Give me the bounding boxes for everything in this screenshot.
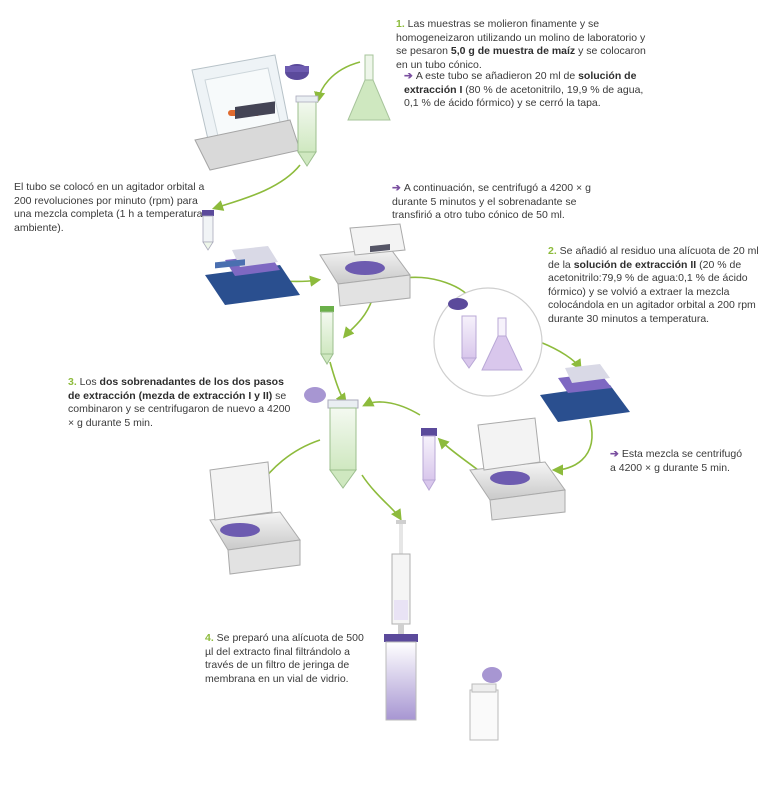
step2-number: 2. <box>548 245 557 257</box>
step3-text-b: se combinaron y se centrifugaron de nuev… <box>68 389 291 429</box>
arrow-icon-2: ➔ <box>392 182 401 194</box>
centrifuge-note: ➔A continuación, se centrifugó a 4200 × … <box>392 182 612 223</box>
syringe-filter <box>391 520 411 634</box>
analytical-balance <box>191 54 301 171</box>
step2-text: 2. Se añadió al residuo una alícuota de … <box>548 245 763 326</box>
conical-tube-green <box>295 95 319 167</box>
centrifuge-note-text: A continuación, se centrifugó a 4200 × g… <box>392 182 591 221</box>
step2-text-a: Se añadió al residuo una alícuota de 20 … <box>548 245 759 271</box>
step2-text-b: (20 % de acetonitrilo:79,9 % de agua:0,1… <box>548 258 756 325</box>
step1-bold: 5,0 g de muestra de maíz <box>450 45 576 57</box>
step4-number: 4. <box>205 632 214 644</box>
centrifuge-note-2-text: Esta mezcla se centrifugó a 4200 × g dur… <box>610 448 743 474</box>
step1-number: 1. <box>396 18 405 30</box>
step1-text-b: y se colocaron en un tubo cónico. <box>396 45 646 71</box>
tube-cap-purple <box>285 64 309 80</box>
conical-tube-small <box>202 210 214 251</box>
step1-text: 1. Las muestras se molieron finamente y … <box>396 18 651 72</box>
conical-tube-combined <box>327 399 359 489</box>
centrifuge-3 <box>209 461 301 575</box>
shaker-note: El tubo se colocó en un agitador orbital… <box>14 181 205 234</box>
step1-text-a: Las muestras se molieron finamente y se … <box>396 18 646 57</box>
step3-text-a: Los <box>76 376 100 388</box>
step3-bold: dos sobrenadantes de los dos pasos de ex… <box>68 376 284 402</box>
centrifuge <box>319 223 411 307</box>
arrow-icon-3: ➔ <box>610 448 619 460</box>
conical-tube-transfer <box>320 306 334 365</box>
centrifuge-2 <box>469 417 566 521</box>
glass-vial-empty <box>469 667 502 741</box>
step1-sub-text-a: A este tubo se añadieron 20 ml de <box>415 70 579 82</box>
arrow-icon: ➔ <box>404 70 413 82</box>
extraction-inset-circle <box>433 287 543 397</box>
conical-tube-purple <box>421 428 437 491</box>
glass-vial-filled <box>384 634 418 721</box>
step1-subnote: ➔A este tubo se añadieron 20 ml de soluc… <box>404 70 654 111</box>
step2-bold: solución de extracción II <box>573 258 697 271</box>
centrifuge-note-2: ➔Esta mezcla se centrifugó a 4200 × g du… <box>610 448 750 475</box>
step4-text-body: Se preparó una alícuota de 500 µl del ex… <box>205 632 364 685</box>
step3-number: 3. <box>68 376 77 388</box>
tube-cap-purple-2 <box>304 387 326 403</box>
step1-sub-bold: solución de extracción I <box>404 70 637 96</box>
erlenmeyer-flask-green <box>347 54 391 121</box>
step4-text: 4. Se preparó una alícuota de 500 µl del… <box>205 632 365 686</box>
orbital-shaker-2 <box>540 364 630 422</box>
step1-sub-text-b: (80 % de acetonitrilo, 19,9 % de agua, 0… <box>404 83 644 110</box>
step3-text: 3. Los dos sobrenadantes de los dos paso… <box>68 376 293 430</box>
orbital-shaker <box>205 246 300 305</box>
